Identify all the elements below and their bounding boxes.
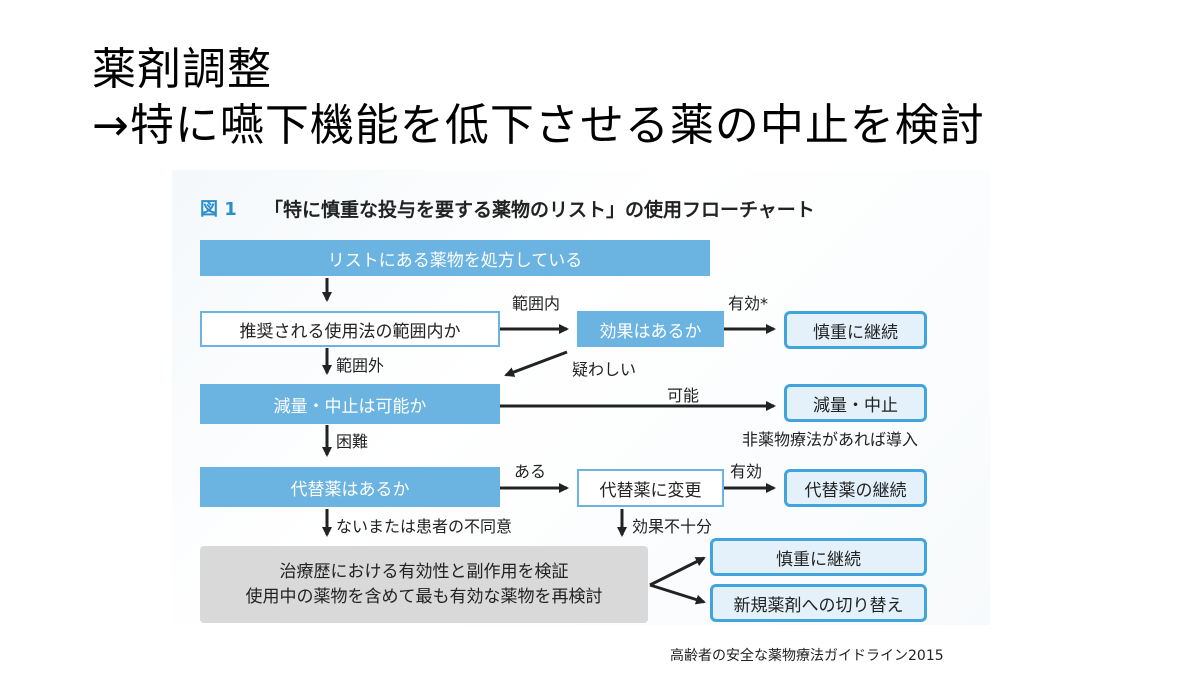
label-within-range: 範囲内 xyxy=(512,294,561,313)
node-start: リストにある薬物を処方している xyxy=(200,240,710,276)
flowchart-figure: 図 1 「特に慎重な投与を要する薬物のリスト」の使用フローチャート リストにある… xyxy=(172,170,990,625)
node-change-alternative: 代替薬に変更 xyxy=(577,469,724,507)
label-effective-star: 有効* xyxy=(728,294,769,313)
source-citation: 高齢者の安全な薬物療法ガイドライン2015 xyxy=(670,648,944,664)
label-difficult: 困難 xyxy=(336,432,369,451)
arrow-doubtful xyxy=(504,350,568,377)
label-out-of-range: 範囲外 xyxy=(336,356,385,375)
label-exists: ある xyxy=(514,462,547,481)
node-review-line1: 治療歴における有効性と副作用を検証 xyxy=(279,561,569,582)
slide-title-line2: →特に嚥下機能を低下させる薬の中止を検討 xyxy=(92,100,985,151)
figure-title: 「特に慎重な投与を要する薬物のリスト」の使用フローチャート xyxy=(264,199,815,221)
node-reduce-stop: 減量・中止 xyxy=(784,384,927,422)
label-none-or-refusal: ないまたは患者の不同意 xyxy=(336,517,513,536)
slide-title-line1: 薬剤調整 xyxy=(92,44,272,95)
label-effective: 有効 xyxy=(730,462,763,481)
node-continue-careful-2: 慎重に継続 xyxy=(710,538,927,576)
flow-arrows xyxy=(322,278,776,605)
arrow-review-to-careful xyxy=(649,556,706,587)
label-insufficient-effect: 効果不十分 xyxy=(632,517,713,536)
figure-number: 図 1 xyxy=(200,199,237,220)
arrow-review-to-switch xyxy=(649,583,706,605)
node-alternative-question: 代替薬はあるか xyxy=(200,467,500,507)
node-continue-alternative: 代替薬の継続 xyxy=(784,469,927,507)
node-efficacy: 効果はあるか xyxy=(577,311,724,347)
label-doubtful: 疑わしい xyxy=(572,360,637,379)
node-switch-new: 新規薬剤への切り替え xyxy=(710,584,927,622)
node-reduce-question: 減量・中止は可能か xyxy=(200,384,500,424)
node-review: 治療歴における有効性と副作用を検証 使用中の薬物を含めて最も有効な薬物を再検討 xyxy=(200,546,648,623)
node-review-line2: 使用中の薬物を含めて最も有効な薬物を再検討 xyxy=(245,586,603,607)
node-dose-range: 推奨される使用法の範囲内か xyxy=(200,311,500,347)
label-possible: 可能 xyxy=(667,386,700,405)
label-non-drug-note: 非薬物療法があれば導入 xyxy=(742,430,919,449)
node-continue-careful-1: 慎重に継続 xyxy=(784,311,927,349)
